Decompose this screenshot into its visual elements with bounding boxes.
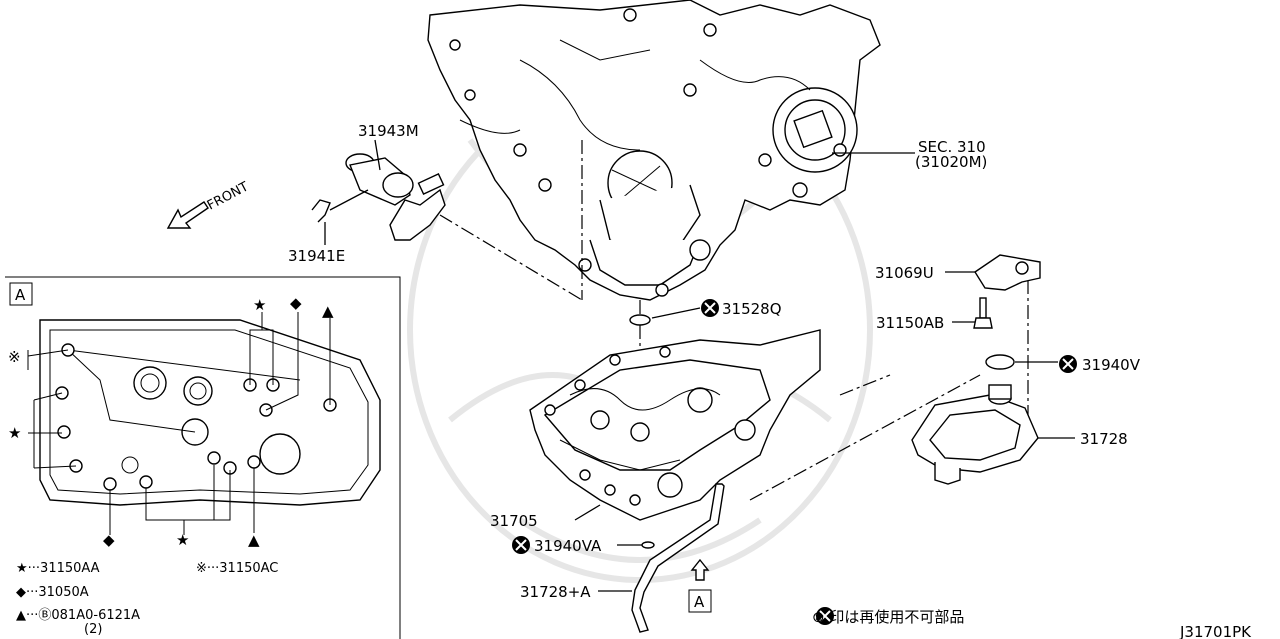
clip-31941E: [311, 199, 331, 223]
legend-diamond: ◆···31050A: [16, 585, 89, 600]
inset-tag-box: [9, 282, 33, 306]
tube-31728A: [631, 483, 725, 633]
star-mark: ★: [8, 424, 21, 442]
legend-kome: ※···31150AC: [196, 561, 278, 576]
non-reusable-icon: [512, 536, 530, 554]
inset-tag: A: [15, 286, 26, 304]
non-reusable-icon: [701, 299, 719, 317]
legend-triangle-qty: (2): [84, 622, 102, 637]
oring-31940VA: [641, 541, 655, 549]
label-31943M[interactable]: 31943M: [358, 122, 419, 140]
label-31940VA[interactable]: 31940VA: [534, 537, 602, 555]
sec310-sublabel[interactable]: (31020M): [915, 153, 987, 171]
label-31728[interactable]: 31728: [1080, 430, 1128, 448]
diagram-code: J31701PK: [1179, 623, 1252, 639]
label-31528Q[interactable]: 31528Q: [722, 300, 782, 318]
star-mark: ★: [253, 296, 266, 314]
strainer-31728: [911, 384, 1039, 485]
non-reusable-icon: [816, 607, 834, 625]
triangle-mark: ▲: [248, 531, 260, 549]
label-31069U[interactable]: 31069U: [875, 264, 934, 282]
engine-block-illustration: [427, 0, 881, 301]
sec310-label[interactable]: SEC. 310: [918, 138, 986, 156]
bracket-31069U: [974, 254, 1041, 291]
view-arrow-icon: [690, 558, 710, 581]
inset-callouts: ※ ★ ★ ◆ ▲ ◆ ★ ▲: [8, 294, 334, 549]
label-31940V[interactable]: 31940V: [1082, 356, 1141, 374]
solenoid-31943M: [345, 153, 446, 241]
legend-triangle: ▲···Ⓑ081A0-6121A: [16, 608, 140, 623]
label-31728A[interactable]: 31728+A: [520, 583, 591, 601]
label-31941E[interactable]: 31941E: [288, 247, 345, 265]
view-a-label[interactable]: A: [694, 593, 705, 611]
diamond-mark: ◆: [103, 531, 115, 549]
front-label: FRONT: [205, 179, 251, 213]
label-31150AB[interactable]: 31150AB: [876, 314, 944, 332]
valve-body-31705: [529, 329, 821, 521]
assembly-guide-line: [439, 214, 583, 301]
bolt-31150AB: [973, 297, 993, 329]
front-arrow: FRONT: [166, 179, 251, 229]
triangle-mark: ▲: [322, 302, 334, 320]
inset-view-a: A: [5, 276, 401, 639]
diamond-mark: ◆: [290, 294, 302, 312]
non-reusable-note: ⊗ 印は再使用不可部品: [812, 608, 964, 626]
star-mark: ★: [176, 531, 189, 549]
oring-31528Q: [629, 314, 651, 326]
label-31705[interactable]: 31705: [490, 512, 538, 530]
kome-mark: ※: [8, 348, 21, 366]
legend-star: ★···31150AA: [16, 561, 100, 576]
view-a-box: [688, 589, 712, 613]
non-reusable-icon: [1059, 355, 1077, 373]
oring-31940V: [985, 354, 1015, 370]
